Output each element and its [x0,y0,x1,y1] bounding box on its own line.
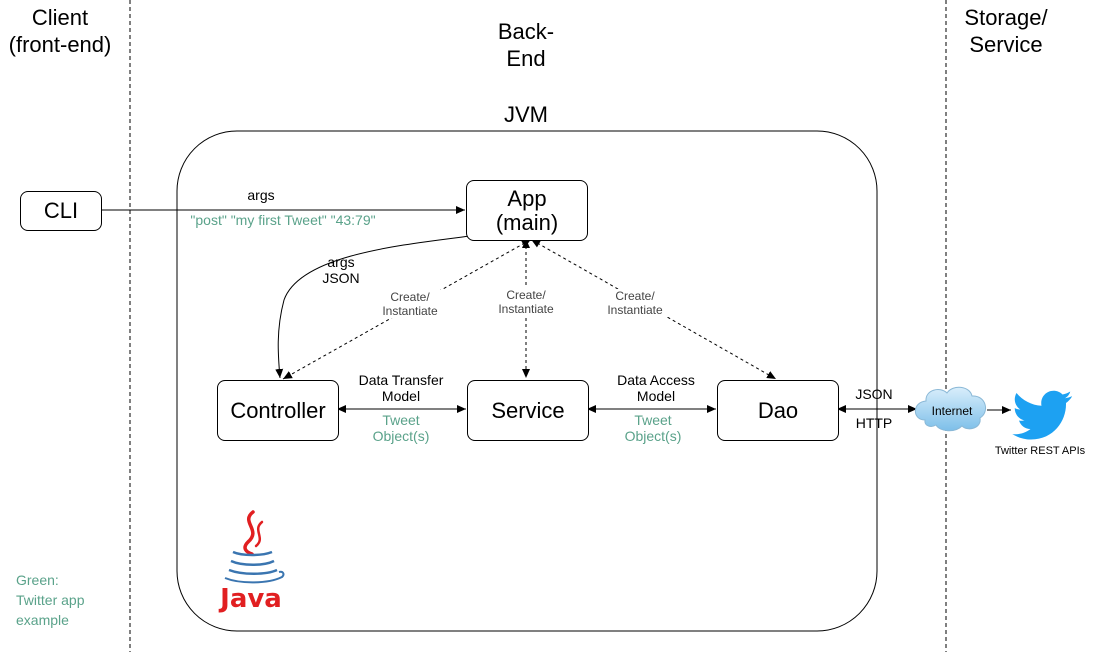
http-label: HTTP [855,415,893,431]
java-logo-icon [224,510,285,584]
app-controller-label: args JSON [322,254,360,286]
dto-example-label: Tweet Object(s) [372,412,430,444]
cli-args-example: "post" "my first Tweet" "43:79" [190,212,376,228]
cli-args-label: args [247,187,275,203]
jvm-container [176,130,878,632]
twitter-bird-icon [1012,390,1072,440]
edge-create-controller [282,239,531,380]
lane-title-storage: Storage/ Service [964,5,1048,57]
create-service-label: Create/ Instantiate [486,288,566,316]
internet-label: Internet [931,404,973,418]
twitter-label: Twitter REST APIs [994,445,1086,457]
create-dao-label: Create/ Instantiate [595,289,675,317]
service-node: Service [467,380,589,441]
create-controller-label: Create/ Instantiate [370,290,450,318]
app-node: App (main) [466,180,588,241]
dto-model-label: Data Transfer Model [358,372,444,404]
lane-title-client: Client (front-end) [8,5,112,57]
dao-example-label: Tweet Object(s) [624,412,682,444]
legend-green: Green: Twitter app example [16,572,85,628]
json-label: JSON [855,386,893,402]
controller-node: Controller [217,380,339,441]
jvm-label: JVM [504,102,548,127]
dao-node: Dao [717,380,839,441]
lane-title-backend: Back- End [497,19,555,71]
dao-model-label: Data Access Model [617,372,695,404]
cli-node: CLI [20,191,102,231]
internet-cloud-icon [914,386,987,432]
java-logo-text: Java [220,584,282,614]
